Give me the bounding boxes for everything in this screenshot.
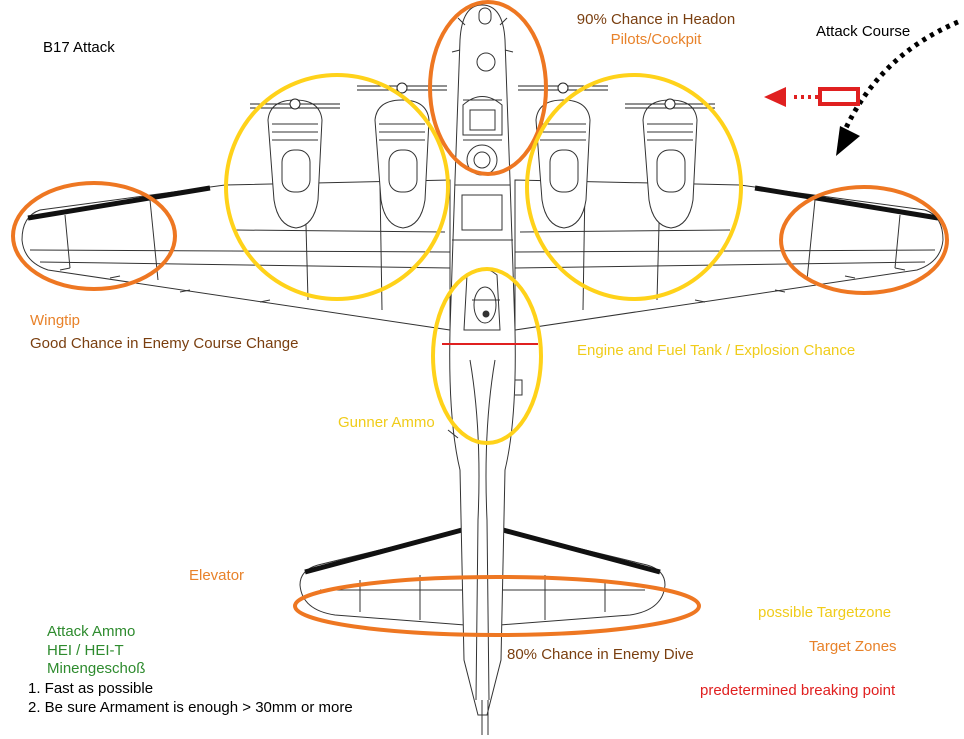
step-item: 1. Fast as possible [28,680,154,697]
right-engine-zone [525,73,743,301]
engine-nacelles-right [535,99,698,229]
attack-course-curve [842,19,959,132]
headon-chance-label: 90% Chance in Headon [576,11,736,28]
attack-steps: 1. Fast as possible 2. Be sure Armament … [28,680,353,717]
gunner-zone [431,267,543,445]
red-arrowhead [764,87,786,107]
attack-course-label: Attack Course [816,23,911,40]
left-wing [21,179,451,331]
legend-possible-targetzone: possible Targetzone [758,604,892,621]
step-item: 2. Be sure Armament is enough > 30mm or … [28,698,353,716]
attack-ammo-block: Attack Ammo HEI / HEI-T Minengeschoß [47,623,145,679]
cockpit-label: Pilots/Cockpit [610,31,702,48]
ammo-type-minengeschoss: Minengeschoß [47,660,146,677]
right-wingtip-zone [779,185,949,295]
wingtip-chance-label: Good Chance in Enemy Course Change [30,335,299,352]
ammo-heading: Attack Ammo [47,623,136,640]
legend-breaking-point: predetermined breaking point [700,682,896,699]
elevator-label: Elevator [189,567,245,584]
left-engine-zone [224,73,450,301]
wingtip-label: Wingtip [30,312,81,329]
propellers [250,82,715,110]
right-wing [514,179,944,331]
gunner-ammo-label: Gunner Ammo [338,414,435,431]
elevator-zone [293,575,701,637]
cockpit-zone [428,0,548,176]
attack-course-indicator [764,19,959,156]
engine-fuel-label: Engine and Fuel Tank / Explosion Chance [577,342,856,359]
attack-course-arrowhead [836,126,860,156]
left-wingtip-zone [11,181,177,291]
legend-target-zones: Target Zones [809,638,897,655]
page-title: B17 Attack [43,39,115,56]
dive-chance-label: 80% Chance in Enemy Dive [507,646,694,663]
ammo-type-hei: HEI / HEI-T [47,641,124,659]
b17-airframe [21,4,944,735]
target-zones [11,0,949,637]
enemy-fighter-marker [818,87,860,106]
engine-nacelles-left [267,99,430,229]
